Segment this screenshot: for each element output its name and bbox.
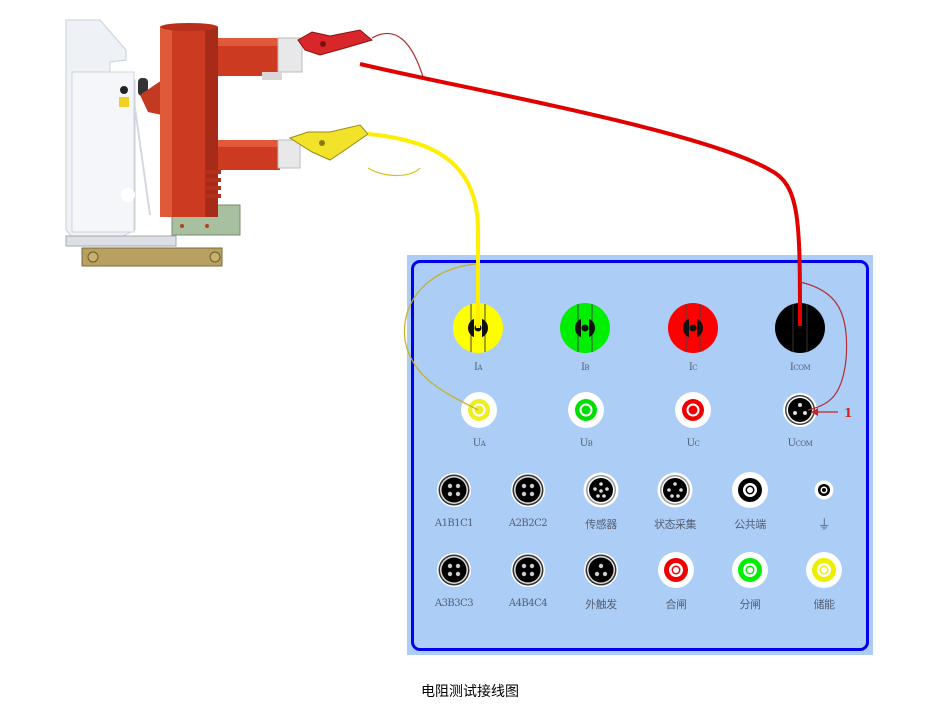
connector-A4B4C4[interactable] bbox=[511, 553, 545, 587]
label-UA: UA bbox=[472, 438, 486, 449]
connector-open[interactable] bbox=[732, 552, 768, 588]
breaker-frame bbox=[65, 19, 241, 267]
connector-common[interactable] bbox=[732, 472, 768, 508]
label-IB: IB bbox=[580, 362, 590, 373]
label-status-acquisition: 状态采集 bbox=[654, 518, 697, 531]
connector-close[interactable] bbox=[658, 552, 694, 588]
terminal-IB[interactable] bbox=[560, 303, 610, 353]
annotation-arrow: 1 bbox=[811, 406, 852, 420]
connector-status-acquisition[interactable] bbox=[657, 472, 693, 508]
yellow-sense-lead bbox=[367, 167, 421, 177]
red-lead bbox=[359, 62, 802, 327]
label-external-trigger: 外触发 bbox=[585, 598, 617, 611]
breaker-pole bbox=[160, 23, 303, 217]
terminal-UCOM[interactable] bbox=[783, 393, 817, 427]
label-UC: UC bbox=[686, 438, 700, 449]
label-energy-storage: 储能 bbox=[813, 598, 836, 611]
label-A4B4C4: A4B4C4 bbox=[508, 598, 548, 609]
label-common: 公共端 bbox=[734, 518, 766, 531]
yellow-sense-lead-panel bbox=[403, 263, 479, 411]
label-ground: ⏚ bbox=[817, 518, 831, 533]
red-clamp bbox=[297, 29, 374, 56]
label-IA: IA bbox=[473, 362, 482, 373]
red-sense-lead bbox=[371, 32, 425, 81]
yellow-lead bbox=[367, 132, 480, 328]
label-A1B1C1: A1B1C1 bbox=[434, 518, 474, 529]
red-sense-lead-panel bbox=[799, 281, 848, 411]
label-UB: UB bbox=[579, 438, 593, 449]
label-close: 合闸 bbox=[665, 598, 688, 611]
connector-A3B3C3[interactable] bbox=[437, 553, 471, 587]
label-A2B2C2: A2B2C2 bbox=[508, 518, 548, 529]
connector-sensor[interactable] bbox=[583, 472, 619, 508]
terminal-ICOM[interactable] bbox=[775, 303, 825, 353]
terminal-UC[interactable] bbox=[675, 392, 711, 428]
terminal-IC[interactable] bbox=[668, 303, 718, 353]
label-UCOM: UCOM bbox=[787, 438, 813, 449]
connector-external-trigger[interactable] bbox=[584, 553, 618, 587]
annotation-label: 1 bbox=[844, 406, 852, 420]
terminal-UA[interactable] bbox=[461, 392, 497, 428]
terminal-UB[interactable] bbox=[568, 392, 604, 428]
test-panel-border bbox=[411, 260, 869, 651]
label-A3B3C3: A3B3C3 bbox=[434, 598, 474, 609]
ground-terminal[interactable] bbox=[814, 480, 834, 500]
label-IC: IC bbox=[688, 362, 698, 373]
diagram-caption: 电阻测试接线图 bbox=[421, 684, 519, 700]
label-ICOM: ICOM bbox=[789, 362, 811, 373]
label-open: 分闸 bbox=[739, 598, 762, 611]
label-sensor: 传感器 bbox=[585, 518, 617, 531]
connector-energy-storage[interactable] bbox=[806, 552, 842, 588]
connector-A1B1C1[interactable] bbox=[437, 473, 471, 507]
connector-A2B2C2[interactable] bbox=[511, 473, 545, 507]
